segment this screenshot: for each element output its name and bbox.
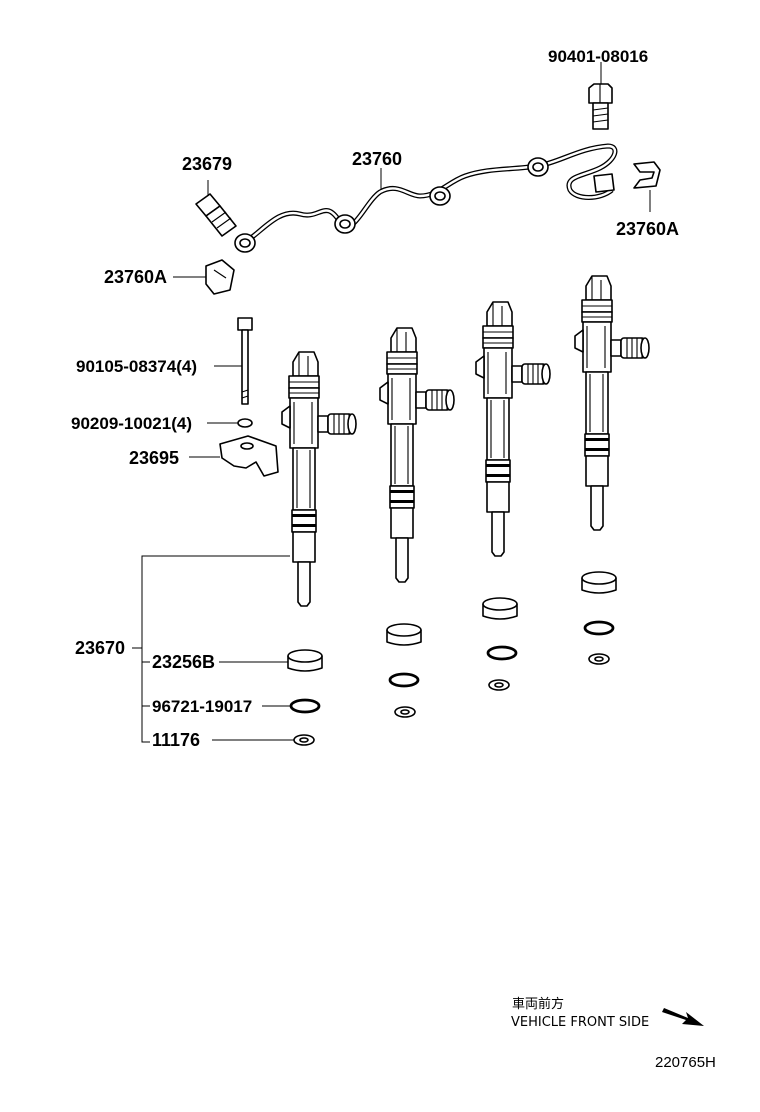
clamp-bolt-90105-08374 — [237, 317, 253, 405]
clamp-23695 — [219, 435, 279, 477]
o-ring-3 — [486, 645, 518, 661]
gasket-cup-3 — [482, 597, 518, 620]
assembly-bracket — [132, 555, 294, 743]
label-fuel-pipe-23760: 23760 — [352, 149, 402, 169]
gasket-cup-1 — [287, 649, 323, 672]
gasket-cup-4 — [581, 571, 617, 594]
label-o-ring-96721-19017: 96721-19017 — [152, 697, 252, 716]
label-injector-assy-23670: 23670 — [75, 638, 125, 658]
seat-washer-3 — [488, 679, 510, 691]
label-clamp-23695: 23695 — [129, 448, 179, 468]
label-clip-23760a-left: 23760A — [104, 267, 167, 287]
label-clamp-bolt: 90105-08374(4) — [76, 357, 197, 376]
injector-2 — [379, 327, 455, 583]
label-washer: 90209-10021(4) — [71, 414, 192, 433]
injector-1 — [281, 351, 357, 607]
fuel-pipe-23760 — [234, 143, 618, 253]
seat-washer-2 — [394, 706, 416, 718]
union-bolt-23679 — [195, 193, 237, 237]
label-bolt-90401-08016: 90401-08016 — [548, 47, 648, 66]
front-label-en: VEHICLE FRONT SIDE — [511, 1015, 649, 1030]
o-ring-4 — [583, 620, 615, 636]
clip-23760a-left — [205, 259, 235, 295]
injector-4 — [574, 275, 650, 531]
diagram-code: 220765H — [655, 1054, 716, 1071]
injector-3 — [475, 301, 551, 557]
label-gasket-cup-23256b: 23256B — [152, 652, 215, 672]
front-arrow-icon — [662, 1008, 704, 1026]
seat-washer-1 — [293, 734, 315, 746]
bolt-90401-08016 — [588, 83, 613, 130]
front-label-jp: 車両前方 — [512, 996, 564, 1012]
clip-23760a-right — [633, 161, 661, 189]
o-ring-1 — [289, 698, 321, 714]
label-union-bolt-23679: 23679 — [182, 154, 232, 174]
label-clip-23760a-right: 23760A — [616, 219, 679, 239]
washer-90209-10021 — [237, 418, 253, 428]
o-ring-2 — [388, 672, 420, 688]
label-seat-washer-11176: 11176 — [152, 730, 200, 750]
gasket-cup-2 — [386, 623, 422, 646]
seat-washer-4 — [588, 653, 610, 665]
